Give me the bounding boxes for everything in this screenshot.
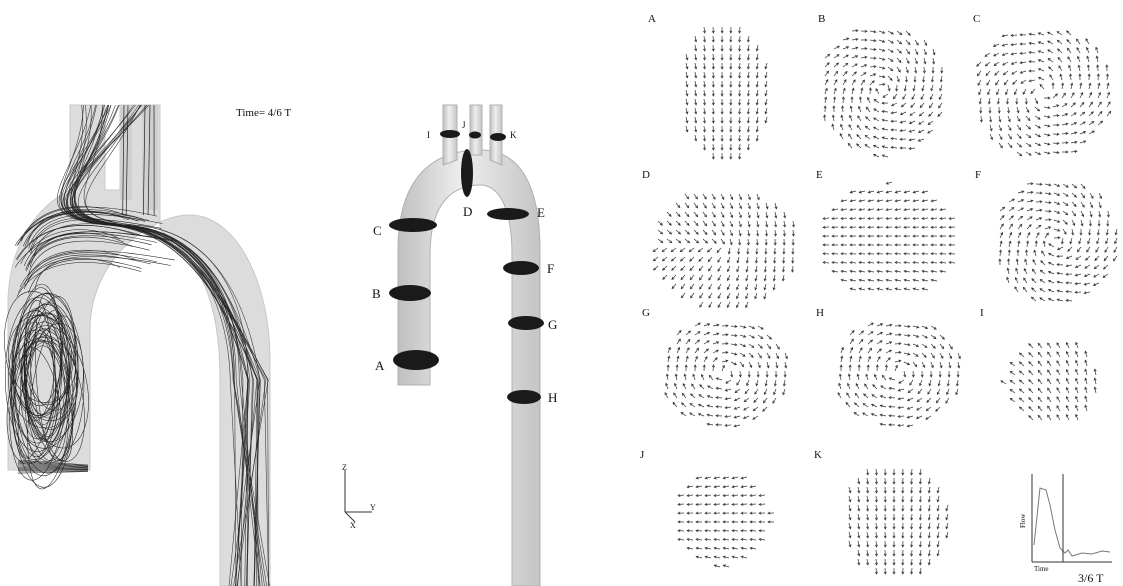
vector-fields: A B C D E F G H I J K Flow Time 3/6 T [630, 0, 1123, 586]
cell-label: J [640, 449, 645, 461]
streamline-panel: Time= 4/6 T [0, 0, 330, 586]
vector-cell-a: A [648, 13, 767, 159]
plane-a [393, 350, 439, 370]
aorta-model-panel: A B C D E F G H I J K Z Y X [330, 0, 630, 586]
cell-label: D [642, 169, 650, 181]
flow-waveform-inset: Flow Time 3/6 T [995, 452, 1120, 585]
vector-cell-j: J [640, 449, 774, 567]
plane-label: C [373, 223, 382, 238]
plane-label: J [462, 120, 466, 130]
vector-cell-h: H [816, 307, 960, 427]
plane-f [503, 261, 539, 275]
axis-x-label: X [350, 521, 356, 530]
cell-label: G [642, 307, 650, 319]
cell-label: F [975, 169, 981, 181]
streamline-figure [0, 0, 330, 586]
velocity-vector-grid: A B C D E F G H I J K Flow Time 3/6 T [630, 0, 1123, 586]
inset-time-label: 3/6 T [1078, 571, 1104, 585]
cell-label: I [980, 307, 984, 319]
vector-cell-g: G [642, 307, 787, 427]
vector-cell-d: D [642, 169, 795, 308]
plane-label: H [548, 390, 557, 405]
cell-label: K [814, 449, 822, 461]
plane-b [389, 285, 431, 301]
plane-label: G [548, 317, 557, 332]
plane-h [507, 390, 541, 404]
plane-k [490, 133, 506, 141]
vector-cell-f: F [975, 169, 1117, 302]
cell-label: A [648, 13, 656, 25]
axes-triad [345, 470, 372, 522]
plane-label: K [510, 130, 517, 140]
plane-label: B [372, 286, 381, 301]
vector-cell-e: E [816, 169, 955, 290]
plane-label: E [537, 205, 545, 220]
vector-cell-c: C [973, 13, 1111, 156]
plane-label: I [427, 130, 430, 140]
cell-label: H [816, 307, 824, 319]
plane-label: A [375, 358, 385, 373]
axis-y-label: Y [370, 503, 376, 512]
aorta-model: A B C D E F G H I J K Z Y X [330, 0, 630, 586]
plane-c [389, 218, 437, 232]
inset-xlabel: Time [1034, 565, 1049, 573]
inset-ylabel: Flow [1019, 513, 1027, 528]
plane-g [508, 316, 544, 330]
vector-cell-k: K [814, 449, 948, 574]
plane-d [461, 149, 473, 197]
axis-z-label: Z [342, 463, 347, 472]
cell-label: B [818, 13, 825, 25]
cell-label: C [973, 13, 980, 25]
cell-label: E [816, 169, 823, 181]
plane-label: D [463, 204, 472, 219]
plane-label: F [547, 261, 554, 276]
vector-cell-i: I [980, 307, 1096, 420]
time-label: Time= 4/6 T [236, 107, 291, 119]
plane-j [469, 132, 481, 139]
vector-cell-b: B [818, 13, 943, 157]
plane-e [487, 208, 529, 220]
plane-i [440, 130, 460, 138]
